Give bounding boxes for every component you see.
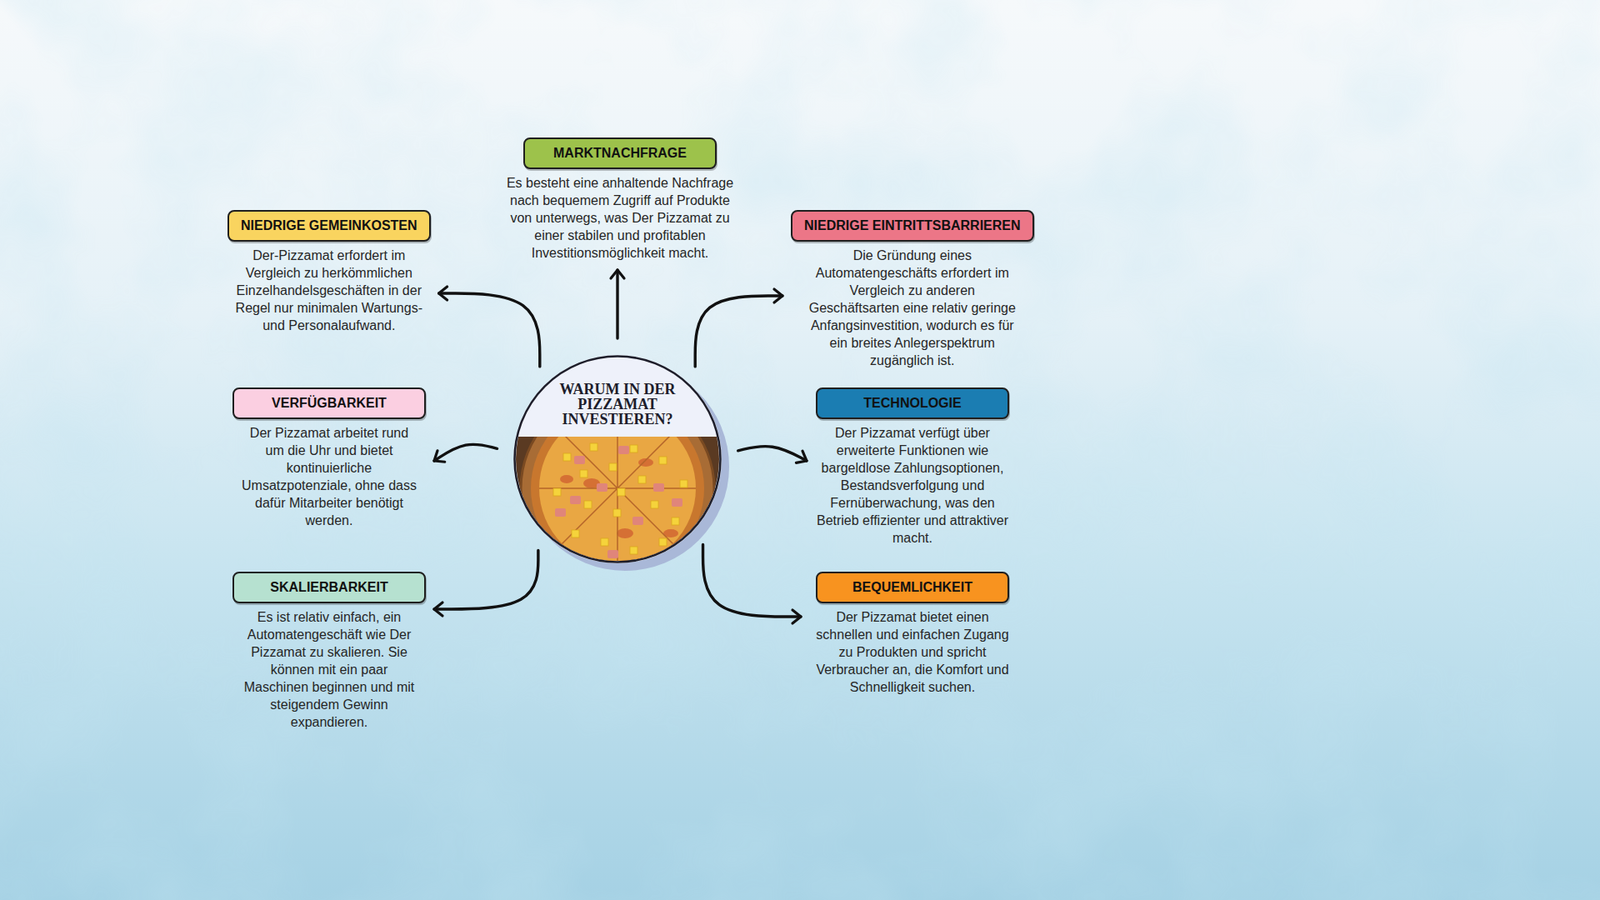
benefit-node: MARKTNACHFRAGE Es besteht eine anhaltende… — [501, 137, 739, 262]
pineapple — [580, 470, 588, 478]
benefit-node: TECHNOLOGIE Der Pizzamat verfügt über erw… — [815, 387, 1010, 547]
pizza-photo-inner — [500, 436, 742, 579]
arrow-connector — [695, 295, 783, 367]
ham — [671, 498, 683, 507]
heading-pill: MARKTNACHFRAGE — [523, 137, 717, 170]
ham — [607, 550, 619, 559]
pineapple — [630, 546, 638, 555]
pineapple — [650, 500, 659, 509]
heading-pill: TECHNOLOGIE — [815, 387, 1010, 420]
benefit-node: SKALIERBARKEIT Es ist relativ einfach, ei… — [232, 571, 426, 731]
arrow-connector — [615, 270, 619, 339]
benefit-node: VERFÜGBARKEIT Der Pizzamat arbeitet rund … — [232, 387, 426, 530]
pineapple — [590, 443, 598, 451]
body-text: Die Gründung eines Automatengeschäfts er… — [803, 246, 1022, 370]
arrow-connector — [738, 446, 807, 461]
benefit-node: BEQUEMLICHKEIT Der Pizzamat bietet einen … — [809, 571, 1016, 696]
pineapple — [680, 480, 688, 488]
body-text: Der Pizzamat arbeitet rund um die Uhr un… — [240, 424, 418, 530]
arrow-connector — [439, 293, 540, 367]
pineapple — [584, 500, 592, 509]
heading-pill: VERFÜGBARKEIT — [232, 387, 426, 420]
arrow-connector — [703, 545, 801, 617]
pizza-photo — [500, 436, 742, 579]
body-text: Der Pizzamat verfügt über erweiterte Fun… — [815, 424, 1010, 547]
pineapple — [613, 509, 621, 517]
heading-pill: BEQUEMLICHKEIT — [815, 571, 1010, 604]
pineapple — [638, 475, 646, 484]
body-text: Es ist relativ einfach, ein Automatenges… — [240, 608, 419, 731]
pineapple — [553, 488, 561, 496]
ham — [653, 483, 665, 492]
body-text: Der-Pizzamat erfordert im Vergleich zu h… — [229, 246, 430, 335]
pineapple — [659, 538, 667, 546]
sauce — [560, 475, 574, 484]
pineapple — [609, 463, 617, 471]
ham — [570, 495, 581, 505]
arrow-connector — [434, 444, 498, 461]
benefit-node: NIEDRIGE EINTRITTSBARRIEREN Die Gründung … — [790, 210, 1035, 370]
hub-outline — [515, 356, 721, 563]
wooden-board — [520, 436, 715, 579]
ham — [632, 516, 644, 525]
heading-pill: NIEDRIGE EINTRITTSBARRIEREN — [790, 210, 1035, 242]
ham — [618, 445, 630, 455]
body-text: Es besteht eine anhaltende Nachfrage nac… — [501, 174, 739, 262]
body-text: Der Pizzamat bietet einen schnellen und … — [809, 608, 1016, 696]
ham — [574, 455, 585, 465]
arrow-connector — [434, 550, 539, 610]
benefit-node: NIEDRIGE GEMEINKOSTEN Der-Pizzamat erford… — [227, 210, 431, 335]
pineapple — [617, 488, 625, 496]
pineapple — [671, 517, 680, 525]
pineapple — [563, 453, 571, 461]
sauce — [616, 528, 634, 539]
pizza-crust — [530, 436, 705, 575]
heading-pill: NIEDRIGE GEMEINKOSTEN — [227, 210, 431, 242]
pineapple — [659, 456, 667, 465]
heading-pill: SKALIERBARKEIT — [232, 571, 426, 604]
hub-title: WARUM IN DER PIZZAMAT INVESTIEREN? — [557, 381, 679, 427]
ham — [555, 508, 566, 517]
ham — [596, 483, 608, 492]
hub-circle: WARUM IN DER PIZZAMAT INVESTIEREN? — [513, 355, 722, 564]
pineapple — [630, 445, 638, 453]
pineapple — [571, 530, 580, 538]
pineapple — [600, 538, 609, 546]
